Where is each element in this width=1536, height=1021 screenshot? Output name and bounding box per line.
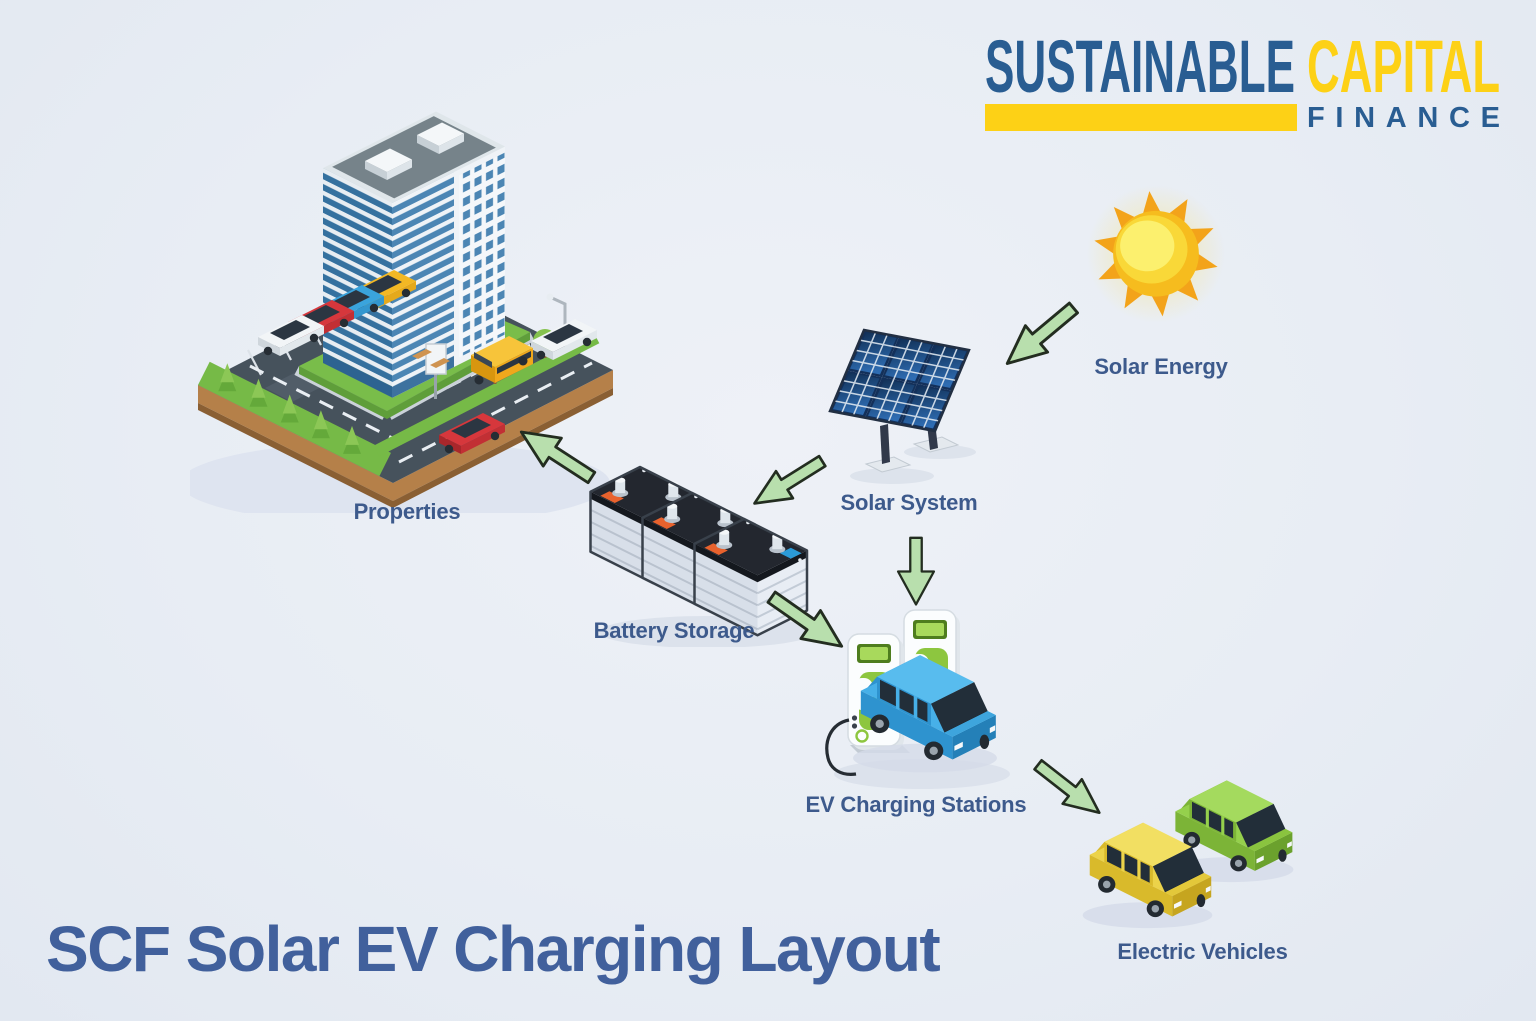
benches <box>412 349 450 368</box>
label-solar-energy: Solar Energy <box>1094 354 1228 379</box>
roof-structure <box>365 148 412 180</box>
solar-panel-icon <box>828 328 976 484</box>
panel-stand-front <box>864 424 912 473</box>
label-ev-charging-stations: EV Charging Stations <box>805 792 1027 817</box>
label-battery-storage: Battery Storage <box>593 618 755 643</box>
brand-tagline: FINANCE <box>1307 102 1500 134</box>
page-title: SCF Solar EV Charging Layout <box>46 913 941 985</box>
battery-storage-icon <box>589 465 815 647</box>
charging-cable <box>825 718 857 776</box>
electric-vehicles-icon <box>1082 780 1294 929</box>
brand-logo: SUSTAINABLE CAPITAL FINANCE <box>985 28 1500 134</box>
panel-array <box>828 328 971 433</box>
arrow-solar-system-to-ev-charging <box>896 536 936 606</box>
trees-row <box>218 363 361 454</box>
label-properties: Properties <box>353 499 461 524</box>
arrow-solar-system-to-battery-storage <box>753 454 827 505</box>
label-solar-system: Solar System <box>840 490 978 515</box>
arrow-battery-storage-to-ev-charging <box>766 590 844 648</box>
brand-underline-bar <box>985 104 1297 131</box>
sun-icon <box>1086 184 1226 322</box>
median-strip <box>373 332 600 457</box>
ev-yellow <box>1082 822 1213 929</box>
ground-soil <box>198 370 613 508</box>
shuttle-van <box>471 336 533 385</box>
arrow-battery-storage-to-properties <box>519 430 597 485</box>
parked-cars <box>258 270 416 356</box>
ev-green <box>1168 780 1294 883</box>
brand-primary: SUSTAINABLE <box>985 28 1295 108</box>
arrow-solar-energy-to-solar-system <box>1005 301 1079 365</box>
brand-secondary: CAPITAL <box>1307 28 1500 108</box>
label-electric-vehicles: Electric Vehicles <box>1117 939 1288 964</box>
ev-charger-icon <box>825 609 1010 789</box>
roof-structure <box>417 122 464 154</box>
arrow-ev-charging-to-electric-vehicles <box>1033 758 1101 814</box>
building-tower <box>323 111 505 398</box>
properties-illustration <box>190 111 613 513</box>
road-vehicles <box>439 319 597 454</box>
ev-car-blue <box>853 655 997 773</box>
